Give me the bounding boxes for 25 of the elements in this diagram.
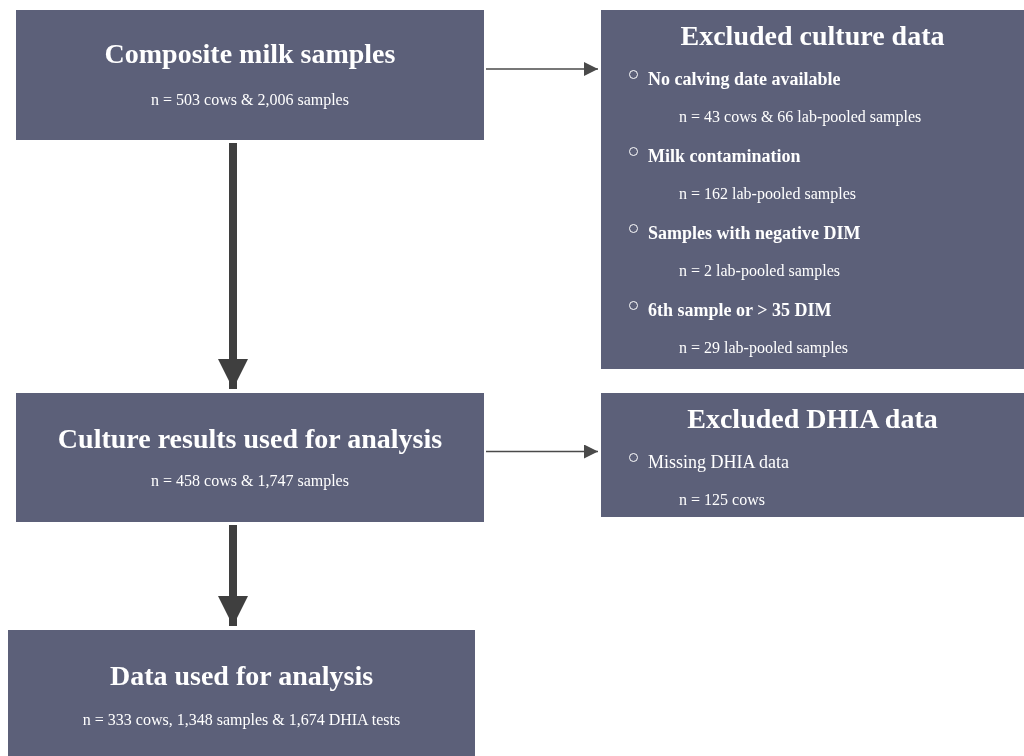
arrow xyxy=(485,62,599,76)
sample-count: n = 29 lab-pooled samples xyxy=(679,338,848,358)
sample-count: n = 2 lab-pooled samples xyxy=(679,261,840,281)
box-heading: Data used for analysis xyxy=(108,660,375,692)
list-item: Samples with negative DIM xyxy=(648,222,861,244)
exclusion-box xyxy=(601,393,1024,517)
sample-count: n = 162 lab-pooled samples xyxy=(679,184,856,204)
box-heading: Culture results used for analysis xyxy=(56,423,444,455)
list-item: 6th sample or > 35 DIM xyxy=(648,299,832,321)
sample-count: n = 503 cows & 2,006 samples xyxy=(150,90,350,110)
box-heading: Composite milk samples xyxy=(103,38,397,70)
sample-count: n = 125 cows xyxy=(679,490,765,510)
list-item: No calving date available xyxy=(648,68,841,90)
process-box xyxy=(16,393,484,522)
exclusion-box xyxy=(601,10,1024,369)
process-box xyxy=(8,630,475,756)
sample-count: n = 333 cows, 1,348 samples & 1,674 DHIA tests xyxy=(81,710,402,730)
list-item: Milk contamination xyxy=(648,145,801,167)
sample-count: n = 458 cows & 1,747 samples xyxy=(150,471,350,491)
process-box xyxy=(16,10,484,140)
sample-count: n = 43 cows & 66 lab-pooled samples xyxy=(679,107,922,127)
box-heading: Excluded culture data xyxy=(679,20,946,52)
arrow xyxy=(485,444,599,459)
box-heading: Excluded DHIA data xyxy=(686,403,939,435)
list-item: Missing DHIA data xyxy=(648,451,789,473)
